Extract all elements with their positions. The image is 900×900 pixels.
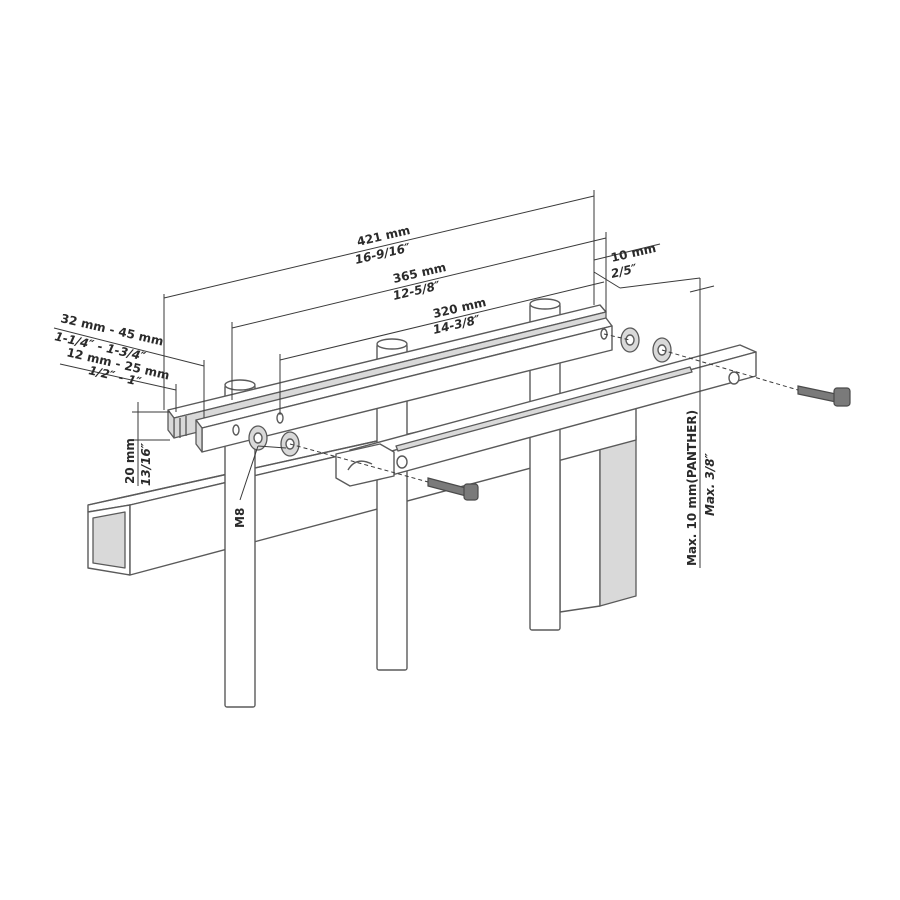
- gate-post: [559, 435, 637, 613]
- fasteners: [248, 327, 851, 501]
- max-gap-metric: Max. 10 mm(PANTHER): [685, 410, 699, 566]
- dimension-lines: [53, 190, 715, 568]
- telescopic-arm: [335, 344, 757, 487]
- washer: [248, 425, 268, 451]
- rail-height-metric: 20 mm: [123, 438, 137, 484]
- rail-height-imperial: 13/16″: [139, 442, 153, 486]
- bolt: [797, 385, 851, 407]
- max-gap-imperial: Max. 3/8″: [703, 452, 717, 516]
- bolt-size-label: M8: [233, 508, 247, 528]
- washer: [620, 327, 640, 353]
- end-offset-imperial: 2/5″: [610, 261, 640, 281]
- rail-bracket: [167, 304, 613, 453]
- vertical-bars: [224, 298, 561, 708]
- bolt: [427, 477, 479, 501]
